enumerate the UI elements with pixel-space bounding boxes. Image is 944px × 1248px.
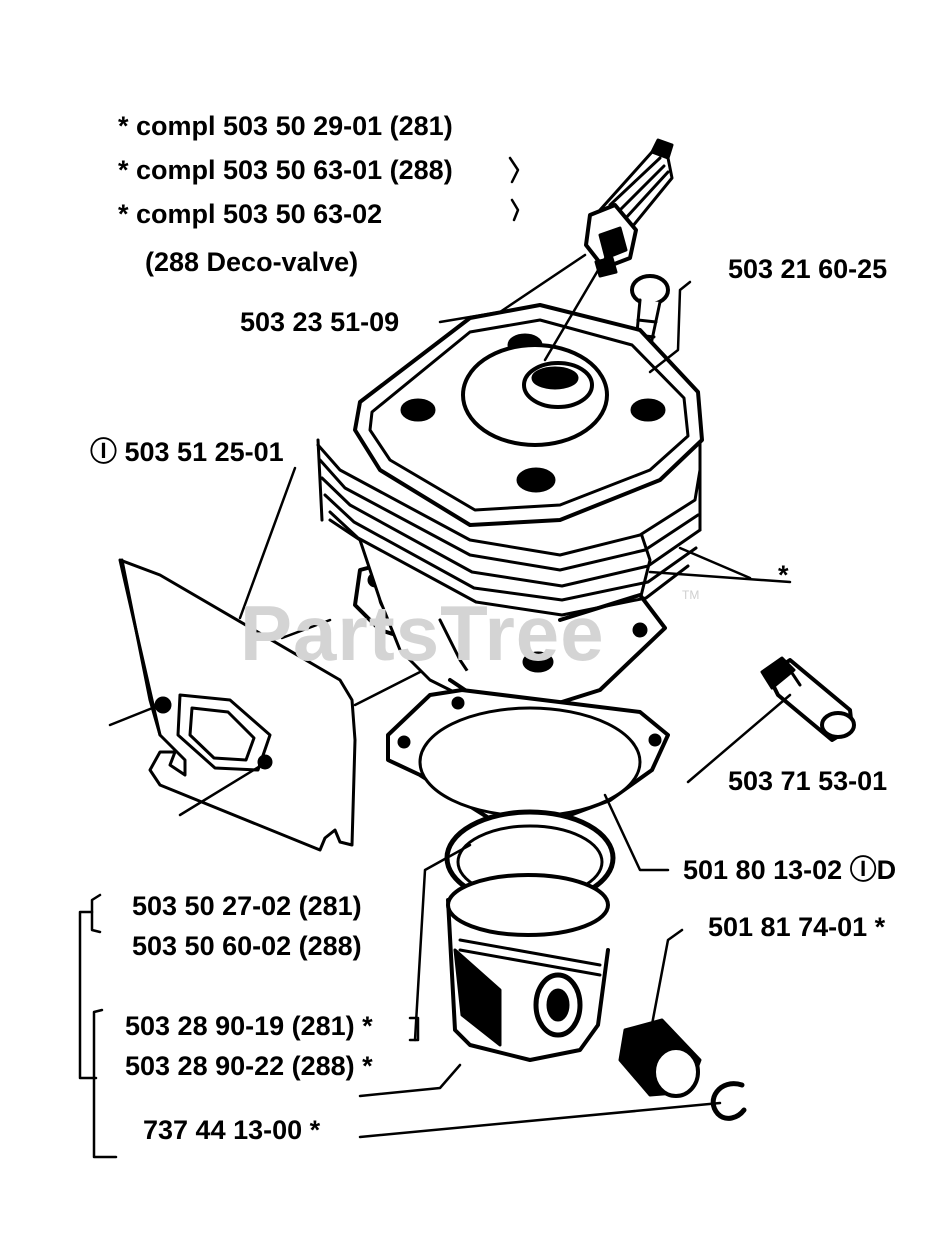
label-cylinder-gasket: 501 80 13-02 ⒾD bbox=[683, 855, 897, 885]
needle-bearing bbox=[618, 1018, 702, 1098]
partstree-watermark: PartsTree bbox=[240, 589, 605, 677]
label-ring-288: 503 28 90-22 (288) * bbox=[125, 1051, 373, 1081]
spark-plug bbox=[584, 138, 674, 278]
cylinder-gasket bbox=[386, 688, 670, 832]
label-cylinder-281: * compl 503 50 29-01 (281) bbox=[118, 111, 453, 141]
circlip bbox=[710, 1081, 747, 1121]
label-cylinder-288-deco: * compl 503 50 63-02 bbox=[118, 199, 383, 229]
leader-lines bbox=[78, 156, 792, 1159]
label-cylinder-288-deco-note: (288 Deco-valve) bbox=[145, 247, 359, 277]
cylinder bbox=[316, 303, 704, 714]
label-cylinder-ref: * bbox=[778, 560, 789, 590]
label-needle-bearing: 501 81 74-01 * bbox=[708, 912, 886, 942]
label-ring-281: 503 28 90-19 (281) * bbox=[125, 1011, 373, 1041]
decompression-valve bbox=[760, 656, 856, 742]
heat-shield bbox=[118, 558, 357, 852]
watermark-trademark: TM bbox=[682, 588, 700, 602]
label-piston-288: 503 50 60-02 (288) bbox=[132, 931, 362, 961]
label-circlip: 737 44 13-00 * bbox=[143, 1115, 321, 1145]
label-heat-shield: Ⓘ 503 51 25-01 bbox=[90, 437, 284, 467]
label-spark-plug: 503 23 51-09 bbox=[240, 307, 400, 337]
piston bbox=[446, 873, 610, 1062]
label-screw: 503 21 60-25 bbox=[728, 254, 888, 284]
label-piston-281: 503 50 27-02 (281) bbox=[132, 891, 362, 921]
label-decompression-valve: 503 71 53-01 bbox=[728, 766, 888, 796]
label-cylinder-288: * compl 503 50 63-01 (288) bbox=[118, 155, 453, 185]
